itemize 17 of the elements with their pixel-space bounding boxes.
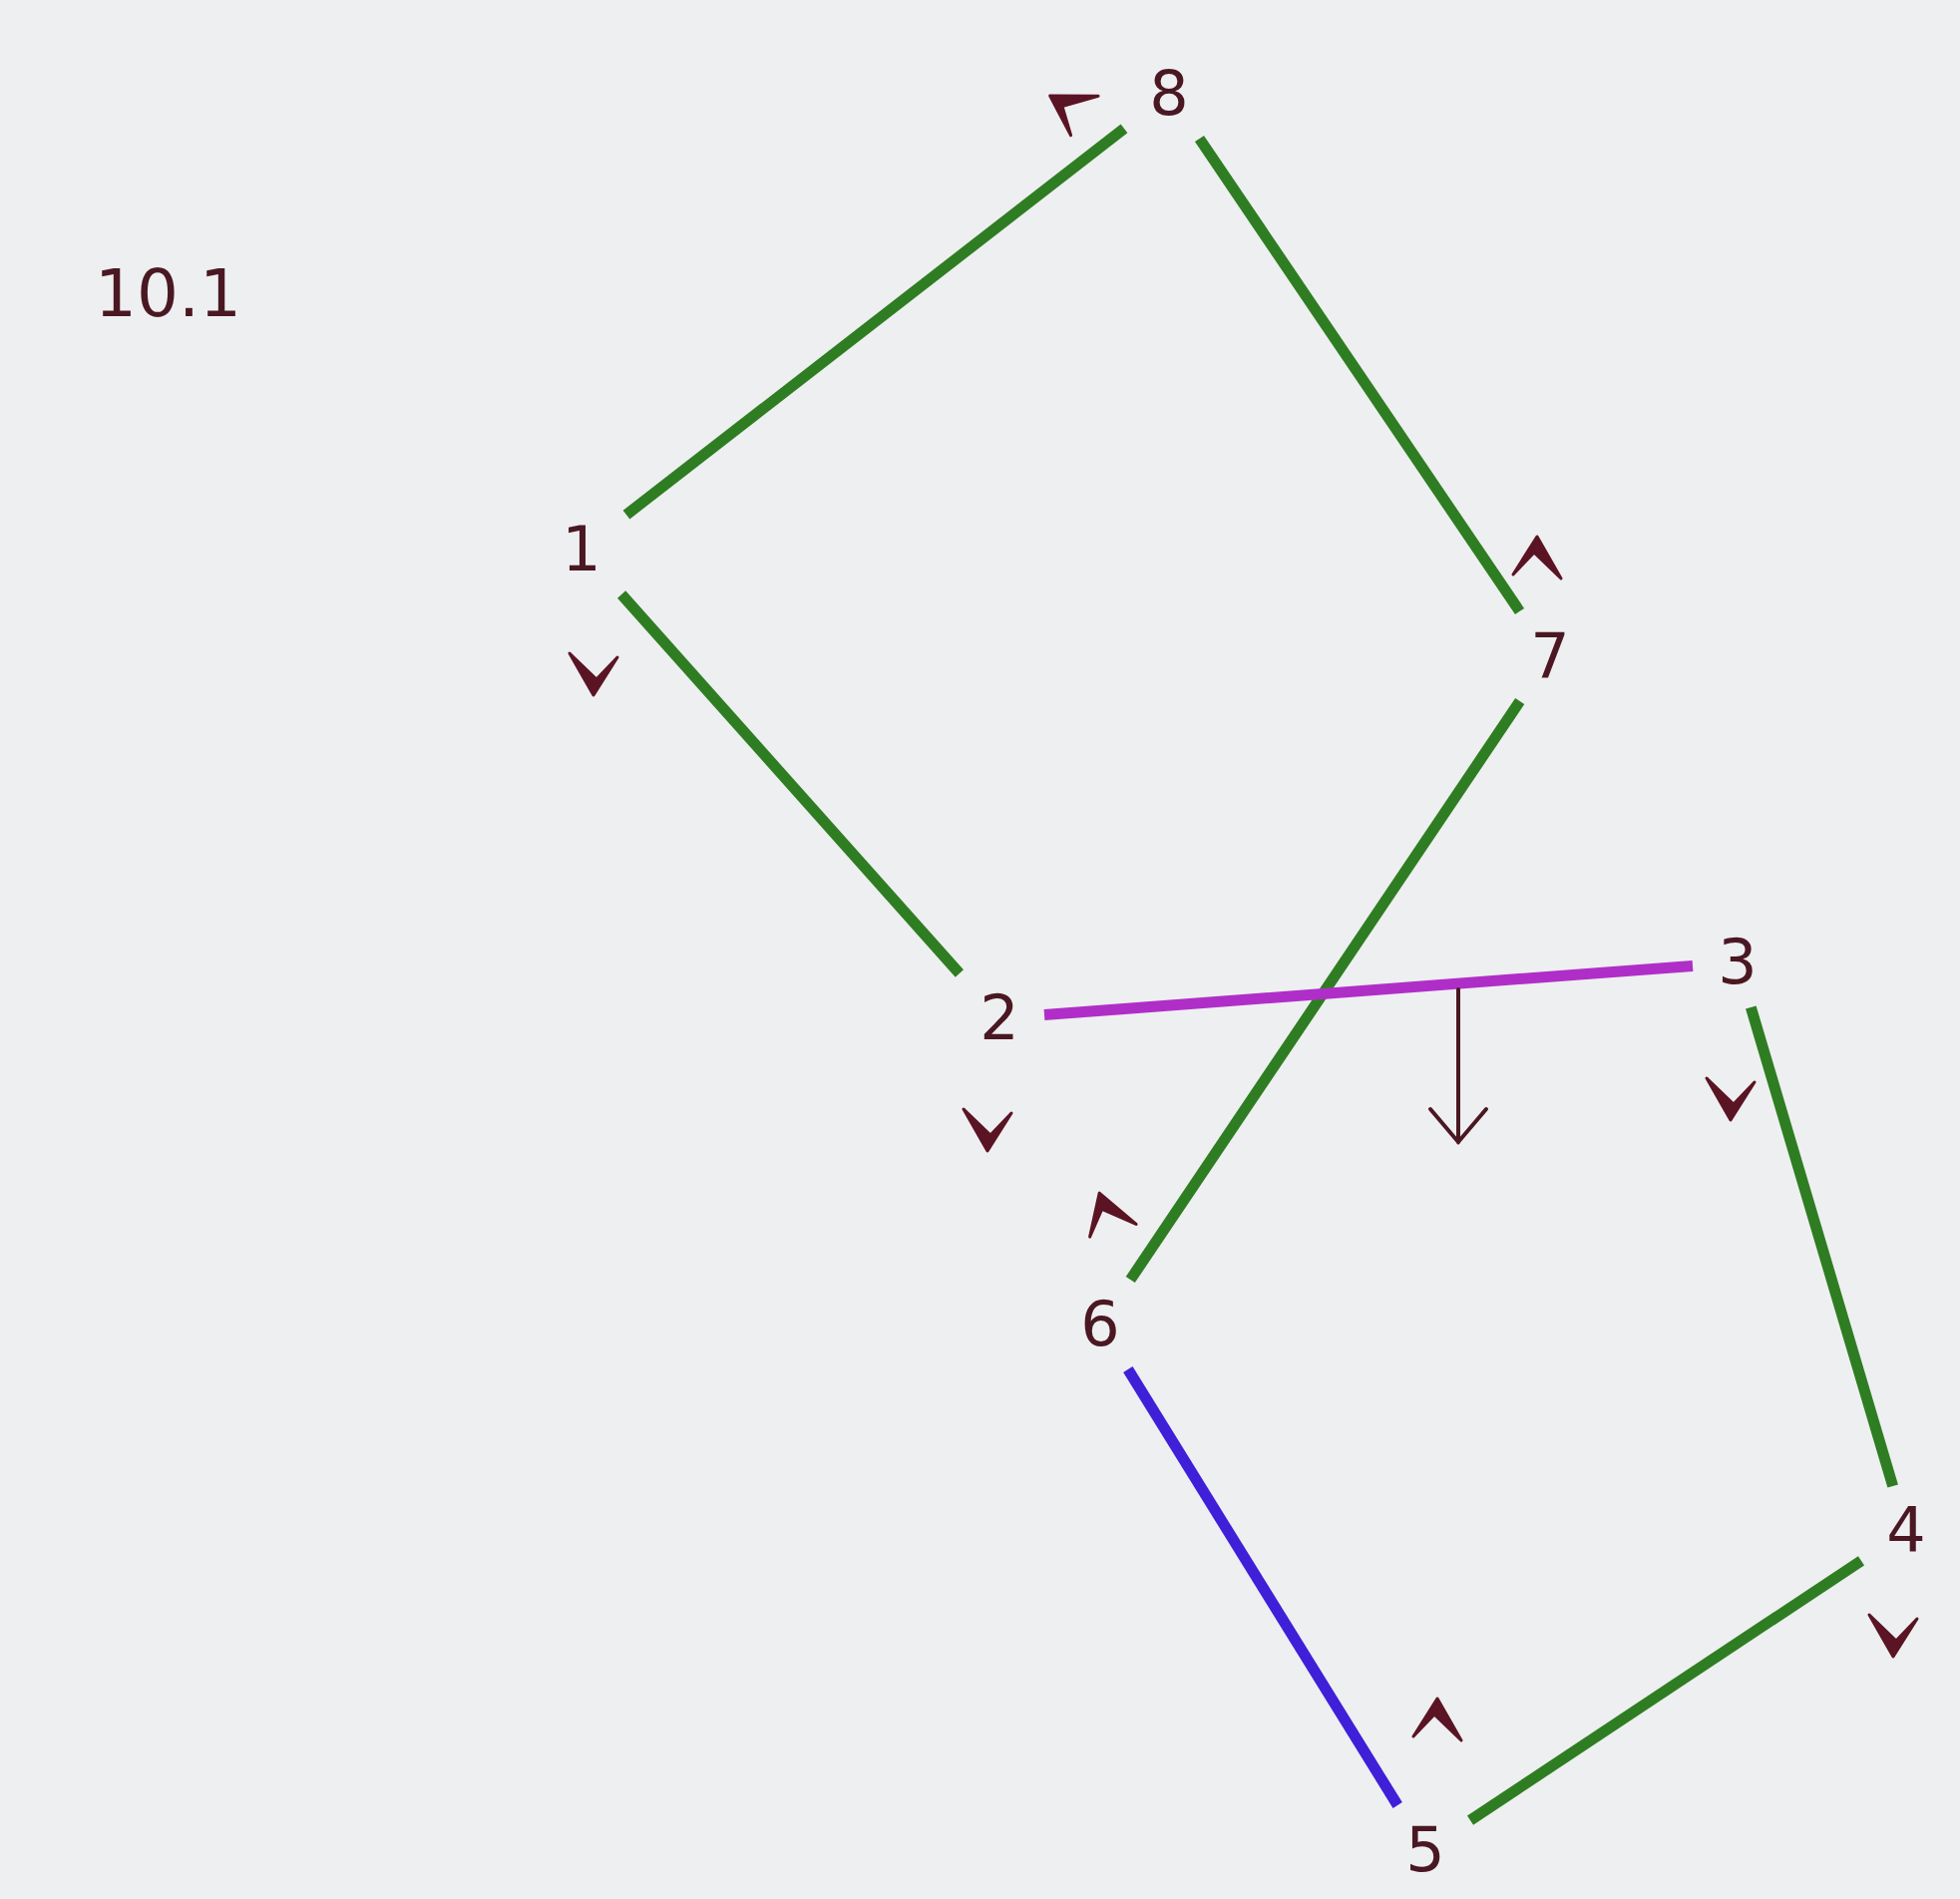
connector-line bbox=[1125, 697, 1525, 1284]
figure-number: 10.1 bbox=[95, 261, 241, 327]
vertex-number: 3 bbox=[1718, 932, 1758, 993]
vertex-number: 5 bbox=[1405, 1819, 1445, 1881]
vertex-number: 4 bbox=[1886, 1500, 1926, 1562]
vertex-number: 6 bbox=[1080, 1294, 1120, 1355]
vertex-number: 1 bbox=[562, 519, 601, 580]
vertex-number: 7 bbox=[1530, 625, 1570, 687]
connector-line bbox=[622, 124, 1128, 520]
connector-line bbox=[1043, 959, 1694, 1021]
vertex-number: 2 bbox=[980, 987, 1019, 1049]
vertex-number: 8 bbox=[1149, 63, 1189, 125]
connector-line bbox=[1123, 1366, 1402, 1808]
connector-line bbox=[1194, 135, 1525, 615]
connector-line bbox=[1466, 1556, 1865, 1825]
connector-line bbox=[617, 590, 964, 977]
connector-line bbox=[1746, 1005, 1898, 1488]
